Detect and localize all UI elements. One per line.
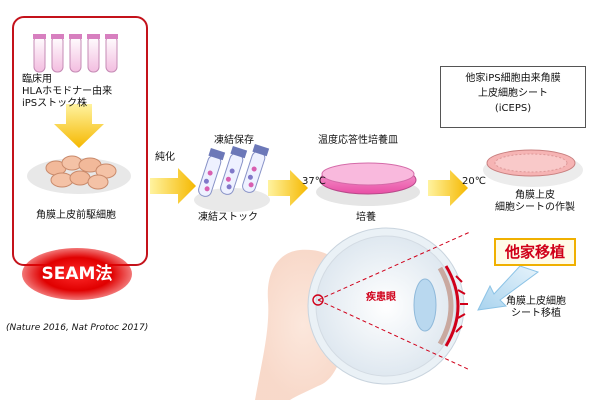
diseased-eye-label: 疾患眼 [366,292,396,303]
culture-dish [316,162,420,206]
source-line-1: 臨床用 [22,74,52,85]
cryo-tubes [194,143,270,212]
seam-method-label: SEAM法 [22,248,132,300]
sheet-line-1: 角膜上皮 [515,190,555,201]
purify-label: 純化 [155,152,175,163]
arrow-to-sheet [428,170,468,206]
transplant-arrow [477,265,540,311]
progenitor-cell-cluster [27,155,131,194]
freeze-stock-label: 凍結ストック [198,212,258,223]
allogeneic-transplant-label: 他家移植 [494,238,576,266]
iceps-product-box: 他家iPS細胞由来角膜 上皮細胞シート (iCEPS) [440,66,586,128]
arrow-to-culture [268,170,308,206]
arrow-purify [150,168,196,204]
freeze-title: 凍結保存 [214,135,254,146]
temp-37: 37℃ [302,176,326,187]
progenitor-cell-label: 角膜上皮前駆細胞 [36,210,116,221]
transplant-line-1: 角膜上皮細胞 [506,296,566,307]
sheet-line-2: 細胞シートの作製 [495,202,575,213]
down-arrow [54,104,104,148]
eye-cross-section [307,227,471,385]
sheet-label: 角膜上皮 細胞シートの作製 [494,190,576,214]
dish-title: 温度応答性培養皿 [318,135,398,146]
source-line-3: iPSストック株 [22,98,88,109]
seam-method-box [12,16,148,266]
iceps-line-2: 上皮細胞シート [478,88,548,99]
temp-20: 20℃ [462,176,486,187]
citation: (Nature 2016, Nat Protoc 2017) [6,323,149,333]
ips-source-label: 臨床用 HLAホモドナー由来 iPSストック株 [22,74,112,110]
transplant-line-2: シート移植 [511,308,561,319]
culture-label: 培養 [356,212,376,223]
iceps-line-3: (iCEPS) [494,103,532,114]
sheet-transplant-label: 角膜上皮細胞 シート移植 [506,296,566,320]
ips-test-tubes [33,34,118,73]
cell-sheet-dish [483,149,583,187]
iceps-line-1: 他家iPS細胞由来角膜 [465,73,561,84]
source-line-2: HLAホモドナー由来 [22,86,113,97]
